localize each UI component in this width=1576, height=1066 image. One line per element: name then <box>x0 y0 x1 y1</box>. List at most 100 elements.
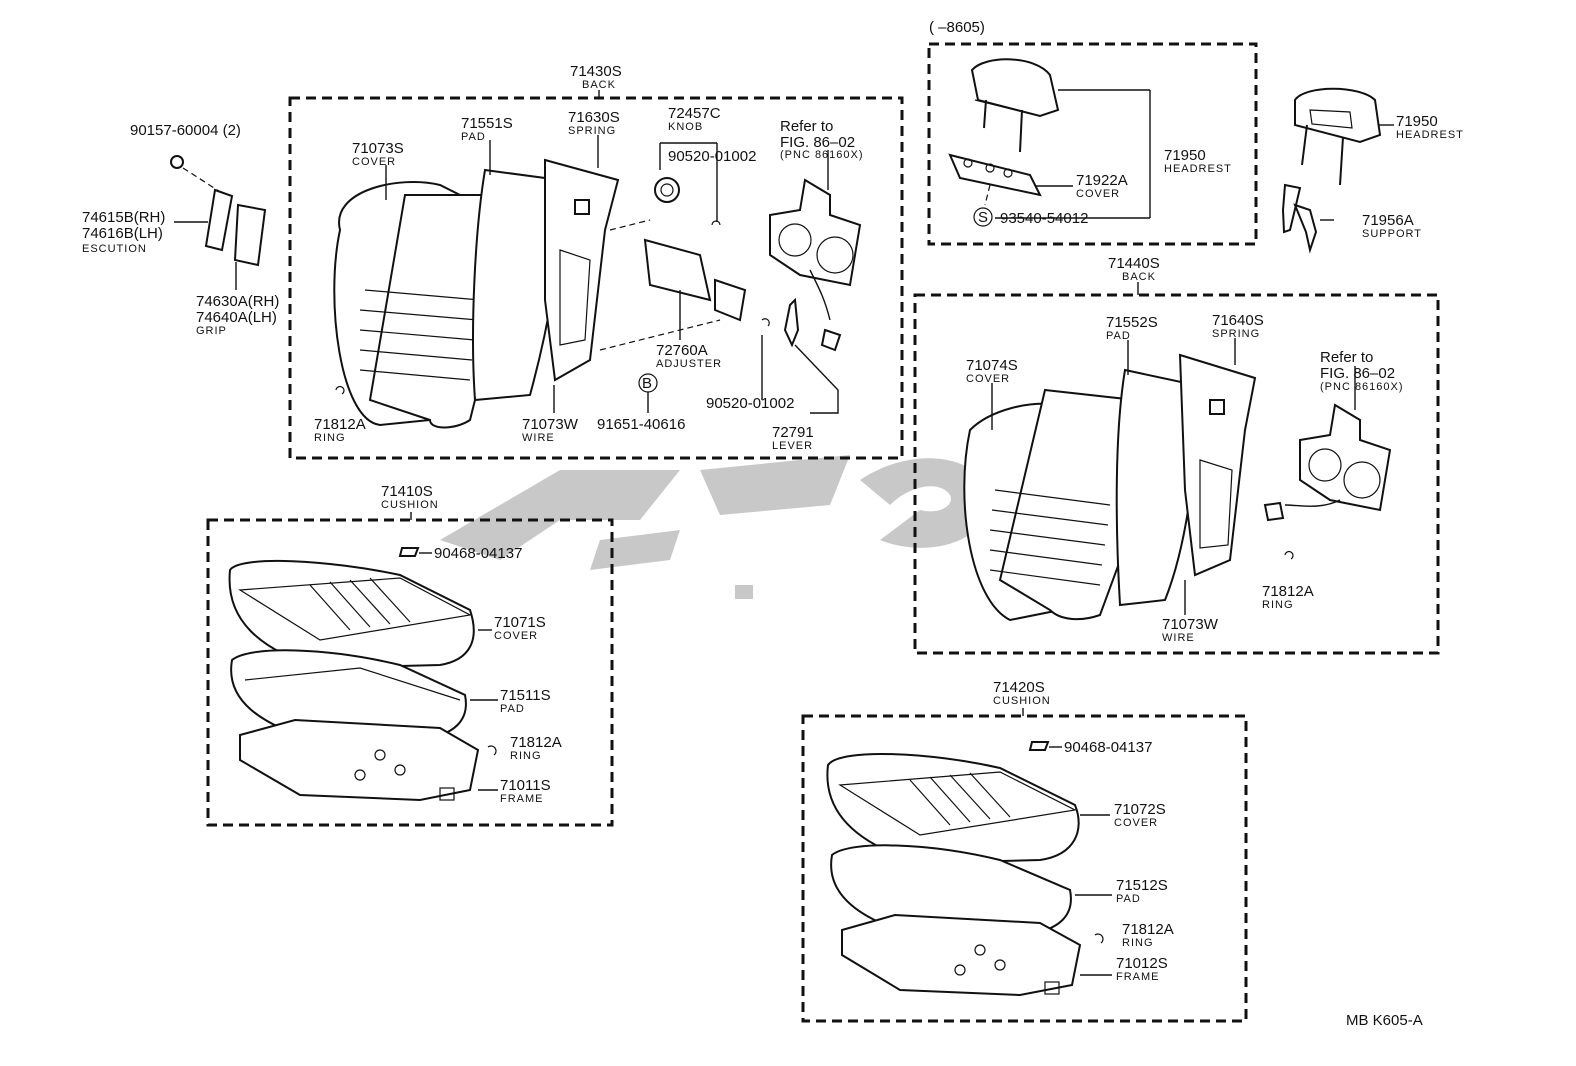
back-right-cover-pn: 71074S <box>966 357 1018 374</box>
support-name: SUPPORT <box>1362 228 1422 240</box>
back-left-ring-name: RING <box>314 432 346 444</box>
back-left-ring-pn: 71812A <box>314 416 366 433</box>
grip-lh-pn: 74640A(LH) <box>196 309 277 326</box>
cushion-left-cover-pn: 71071S <box>494 614 546 631</box>
cushion-right-frame-pn: 71012S <box>1116 955 1168 972</box>
back-left-ring-drawing <box>335 386 345 395</box>
adjuster-drawing <box>599 219 747 351</box>
cushion-left-clip-pn: 90468-04137 <box>434 545 522 562</box>
cushion-right-drawing <box>826 741 1104 997</box>
knob-pn: 72457C <box>668 105 721 122</box>
back-left-pad-pn: 71551S <box>461 115 513 132</box>
back-right-pad-pn: 71552S <box>1106 314 1158 331</box>
adjuster-name: ADJUSTER <box>656 358 722 370</box>
recliner-drawing <box>761 150 862 414</box>
lever-name: LEVER <box>772 440 813 452</box>
cushion-right-clip-pn: 90468-04137 <box>1064 739 1152 756</box>
back-right-ring-pn: 71812A <box>1262 583 1314 600</box>
cushion-right-cover-name: COVER <box>1114 817 1158 829</box>
headrest-cover-pn: 71922A <box>1076 172 1128 189</box>
escution-rh-pn: 74615B(RH) <box>82 209 165 226</box>
figure-code: MB K605-A <box>1346 1012 1423 1029</box>
back-right-spring-name: SPRING <box>1212 328 1260 340</box>
cushion-right-frame-name: FRAME <box>1116 971 1160 983</box>
cushion-left-group-pn: 71410S <box>381 483 433 500</box>
back-right-pad-name: PAD <box>1106 330 1131 342</box>
cushion-right-group-name: CUSHION <box>993 695 1051 707</box>
back-left-wire-pn: 71073W <box>522 416 579 433</box>
headrest-cover-name: COVER <box>1076 188 1120 200</box>
headrest-box <box>927 42 1258 246</box>
cushion-left-frame-pn: 71011S <box>500 777 551 794</box>
escution-lh-pn: 74616B(LH) <box>82 225 163 242</box>
support-pn: 71956A <box>1362 212 1414 229</box>
headrest-name: HEADREST <box>1164 163 1232 175</box>
cushion-right-ring-name: RING <box>1122 937 1154 949</box>
cushion-left-drawing <box>228 547 497 802</box>
headrest-range-label: ( –8605) <box>929 19 985 36</box>
bolt-mark: B <box>642 375 652 392</box>
refer-line1: Refer to <box>780 118 833 135</box>
back-right-group-pn: 71440S <box>1108 255 1160 272</box>
back-right-recliner-drawing <box>1263 366 1392 522</box>
cushion-left-ring-pn: 71812A <box>510 734 562 751</box>
headrest-screw-pn: 93540-54012 <box>1000 210 1088 227</box>
back-right-cover-name: COVER <box>966 373 1010 385</box>
back-right-wire-pn: 71073W <box>1162 616 1219 633</box>
back-right-ring-drawing <box>1284 551 1294 560</box>
back-left-box <box>288 96 904 460</box>
escution-screw-pn: 90157-60004 (2) <box>130 122 241 139</box>
cushion-left-cover-name: COVER <box>494 630 538 642</box>
cushion-right-pad-name: PAD <box>1116 893 1141 905</box>
back-right-box <box>913 293 1440 655</box>
escution-drawing <box>170 155 267 290</box>
grip-rh-pn: 74630A(RH) <box>196 293 279 310</box>
cushion-left-group-name: CUSHION <box>381 499 439 511</box>
back-right-refer-3: (PNC 86160X) <box>1320 381 1404 393</box>
back-left-group-name: BACK <box>582 79 616 91</box>
headrest-right-drawing <box>1281 87 1394 254</box>
back-left-cover-name: COVER <box>352 156 396 168</box>
lever-clip-pn: 90520-01002 <box>706 395 794 412</box>
knob-drawing <box>654 142 721 226</box>
cushion-left-pad-pn: 71511S <box>500 687 551 704</box>
cushion-right-ring-pn: 71812A <box>1122 921 1174 938</box>
cushion-right-box <box>801 714 1248 1023</box>
refer-line3: (PNC 86160X) <box>780 149 864 161</box>
cushion-left-frame-name: FRAME <box>500 793 544 805</box>
escution-name: ESCUTION <box>82 243 147 255</box>
back-left-spring-pn: 71630S <box>568 109 620 126</box>
back-right-ring-name: RING <box>1262 599 1294 611</box>
back-left-cover-drawing <box>333 181 506 429</box>
cushion-left-ring-name: RING <box>510 750 542 762</box>
cushion-left-pad-name: PAD <box>500 703 525 715</box>
refer-line2: FIG. 86–02 <box>780 134 855 151</box>
screw-mark: S <box>978 209 988 226</box>
lever-pn: 72791 <box>772 424 814 441</box>
back-left-wire-name: WIRE <box>522 432 555 444</box>
back-right-wire-name: WIRE <box>1162 632 1195 644</box>
knob-name: KNOB <box>668 121 703 133</box>
headrest-pn: 71950 <box>1164 147 1206 164</box>
back-right-refer-1: Refer to <box>1320 349 1373 366</box>
grip-name: GRIP <box>196 325 227 337</box>
headrest-right-name: HEADREST <box>1396 129 1464 141</box>
knob-clip-pn: 90520-01002 <box>668 148 756 165</box>
back-right-spring-drawing <box>1178 353 1257 577</box>
back-left-pad-name: PAD <box>461 131 486 143</box>
headrest-right-pn: 71950 <box>1396 113 1438 130</box>
cushion-right-cover-pn: 71072S <box>1114 801 1166 818</box>
back-left-cover-pn: 71073S <box>352 140 404 157</box>
cushion-left-box <box>206 518 614 827</box>
headrest-drawing <box>948 58 1151 219</box>
back-right-spring-pn: 71640S <box>1212 312 1264 329</box>
adjuster-pn: 72760A <box>656 342 708 359</box>
back-left-group-pn: 71430S <box>570 63 622 80</box>
bolt-pn: 91651-40616 <box>597 416 685 433</box>
cushion-right-group-pn: 71420S <box>993 679 1045 696</box>
back-right-group-name: BACK <box>1122 271 1156 283</box>
cushion-right-pad-pn: 71512S <box>1116 877 1168 894</box>
back-left-spring-drawing <box>544 158 620 382</box>
back-right-cover-drawing <box>963 388 1146 622</box>
